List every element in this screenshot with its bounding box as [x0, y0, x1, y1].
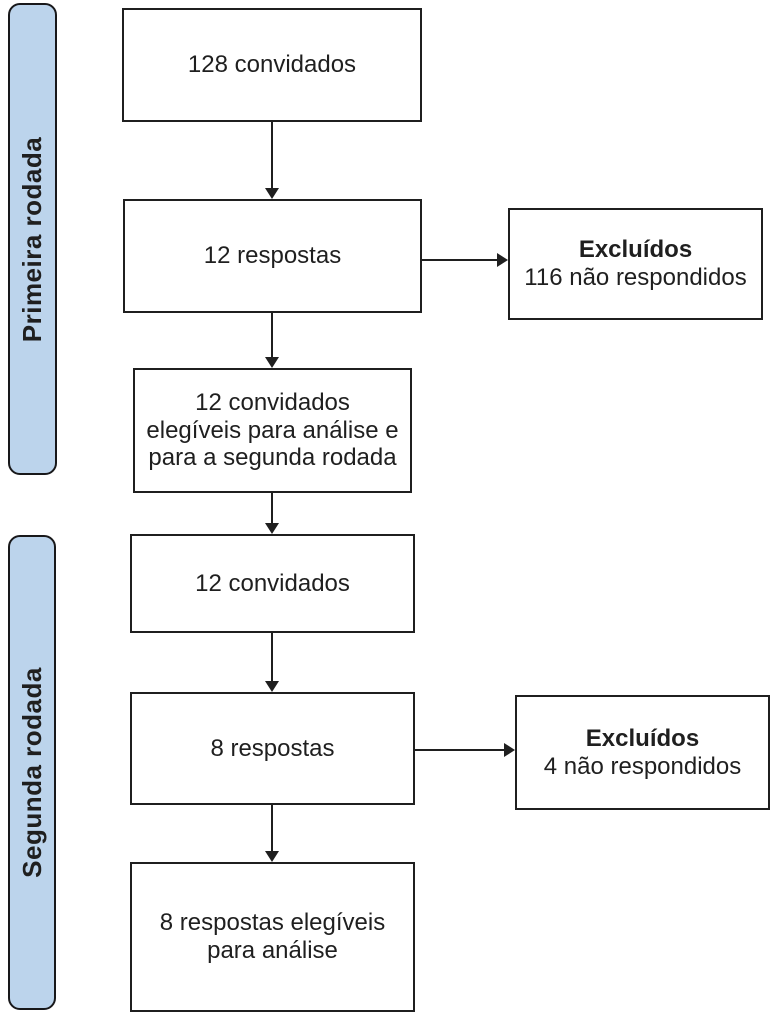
stage-label-text: Primeira rodada [17, 136, 48, 342]
exclusion-box-first-round: Excluídos 116 não respondidos [508, 208, 763, 320]
exclusion-detail: 116 não respondidos [524, 264, 747, 291]
flow-box-label: 12 convidados [195, 569, 350, 597]
exclusion-detail: 4 não respondidos [543, 752, 742, 780]
flow-box-label: 12 respostas [203, 242, 342, 270]
exclusion-box-text: Excluídos 116 não respondidos [524, 236, 746, 292]
exclusion-title: Excluídos [585, 724, 700, 752]
stage-label-segunda-rodada: Segunda rodada [8, 535, 56, 1010]
flow-box-8-respostas: 8 respostas [130, 692, 415, 805]
flow-box-label: 12 convidados elegíveis para análise e p… [146, 388, 399, 472]
flow-box-12-elegiveis: 12 convidados elegíveis para análise e p… [133, 368, 412, 493]
arrow-down-icon [265, 122, 279, 199]
flow-box-128-convidados: 128 convidados [122, 8, 422, 122]
flow-box-label: 8 respostas elegíveis para análise [159, 909, 386, 964]
flow-box-8-elegiveis: 8 respostas elegíveis para análise [130, 862, 415, 1012]
flow-box-label: 128 convidados [187, 51, 357, 79]
arrow-down-icon [265, 493, 279, 534]
arrow-down-icon [265, 805, 279, 862]
exclusion-title: Excluídos [578, 236, 693, 264]
stage-label-primeira-rodada: Primeira rodada [8, 3, 57, 475]
flow-box-label: 8 respostas [210, 734, 335, 762]
flow-box-12-respostas: 12 respostas [123, 199, 422, 313]
exclusion-box-second-round: Excluídos 4 não respondidos [515, 695, 770, 810]
stage-label-text: Segunda rodada [16, 667, 47, 878]
arrow-down-icon [265, 633, 279, 692]
arrow-right-icon [422, 253, 508, 267]
flow-box-12-convidados: 12 convidados [130, 534, 415, 633]
arrow-right-icon [415, 743, 515, 757]
exclusion-box-text: Excluídos 4 não respondidos [544, 725, 741, 781]
arrow-down-icon [265, 313, 279, 368]
